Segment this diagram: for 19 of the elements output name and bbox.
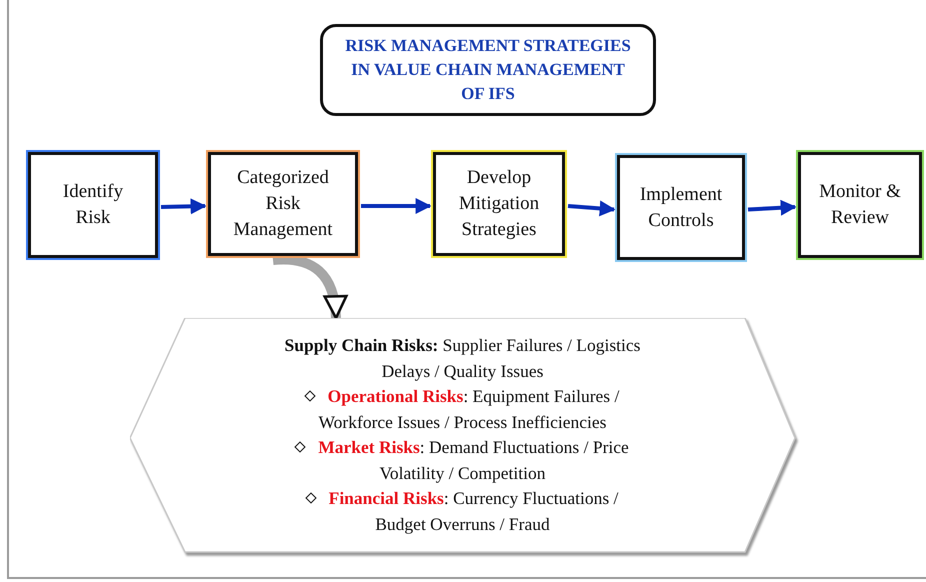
arrow	[748, 200, 797, 216]
step-label: Implement Controls	[638, 182, 724, 232]
process-box	[617, 155, 745, 260]
step-label: Monitor & Review	[818, 180, 902, 230]
title: RISK MANAGEMENT STRATEGIES IN VALUE CHAIN MANAGEMENT OF IFS	[320, 24, 656, 116]
arrow	[361, 198, 432, 214]
step-label: Identify Risk	[62, 180, 124, 230]
risk-category-text: Financial Risks: Currency Fluctuations / Budget Overruns / Fraud	[328, 488, 618, 534]
step-label: Categorized Risk Management	[232, 166, 334, 242]
arrow	[568, 200, 616, 216]
process-box	[28, 152, 158, 258]
process-box	[208, 152, 358, 256]
step-label: Develop Mitigation Strategies	[458, 166, 540, 242]
arrow	[160, 198, 207, 214]
process-box	[433, 152, 565, 256]
risk-category-text: Supply Chain Risks: Supplier Failures / Logistics Delays / Quality Issues	[284, 335, 640, 380]
risk-category-text: Operational Risks: Equipment Failures / Workforce Issues / Process Inefficiencies	[318, 386, 620, 432]
risk-category-text: Market Risks: Demand Fluctuations / Price Volatility / Competition	[318, 437, 629, 482]
process-box	[798, 152, 922, 258]
